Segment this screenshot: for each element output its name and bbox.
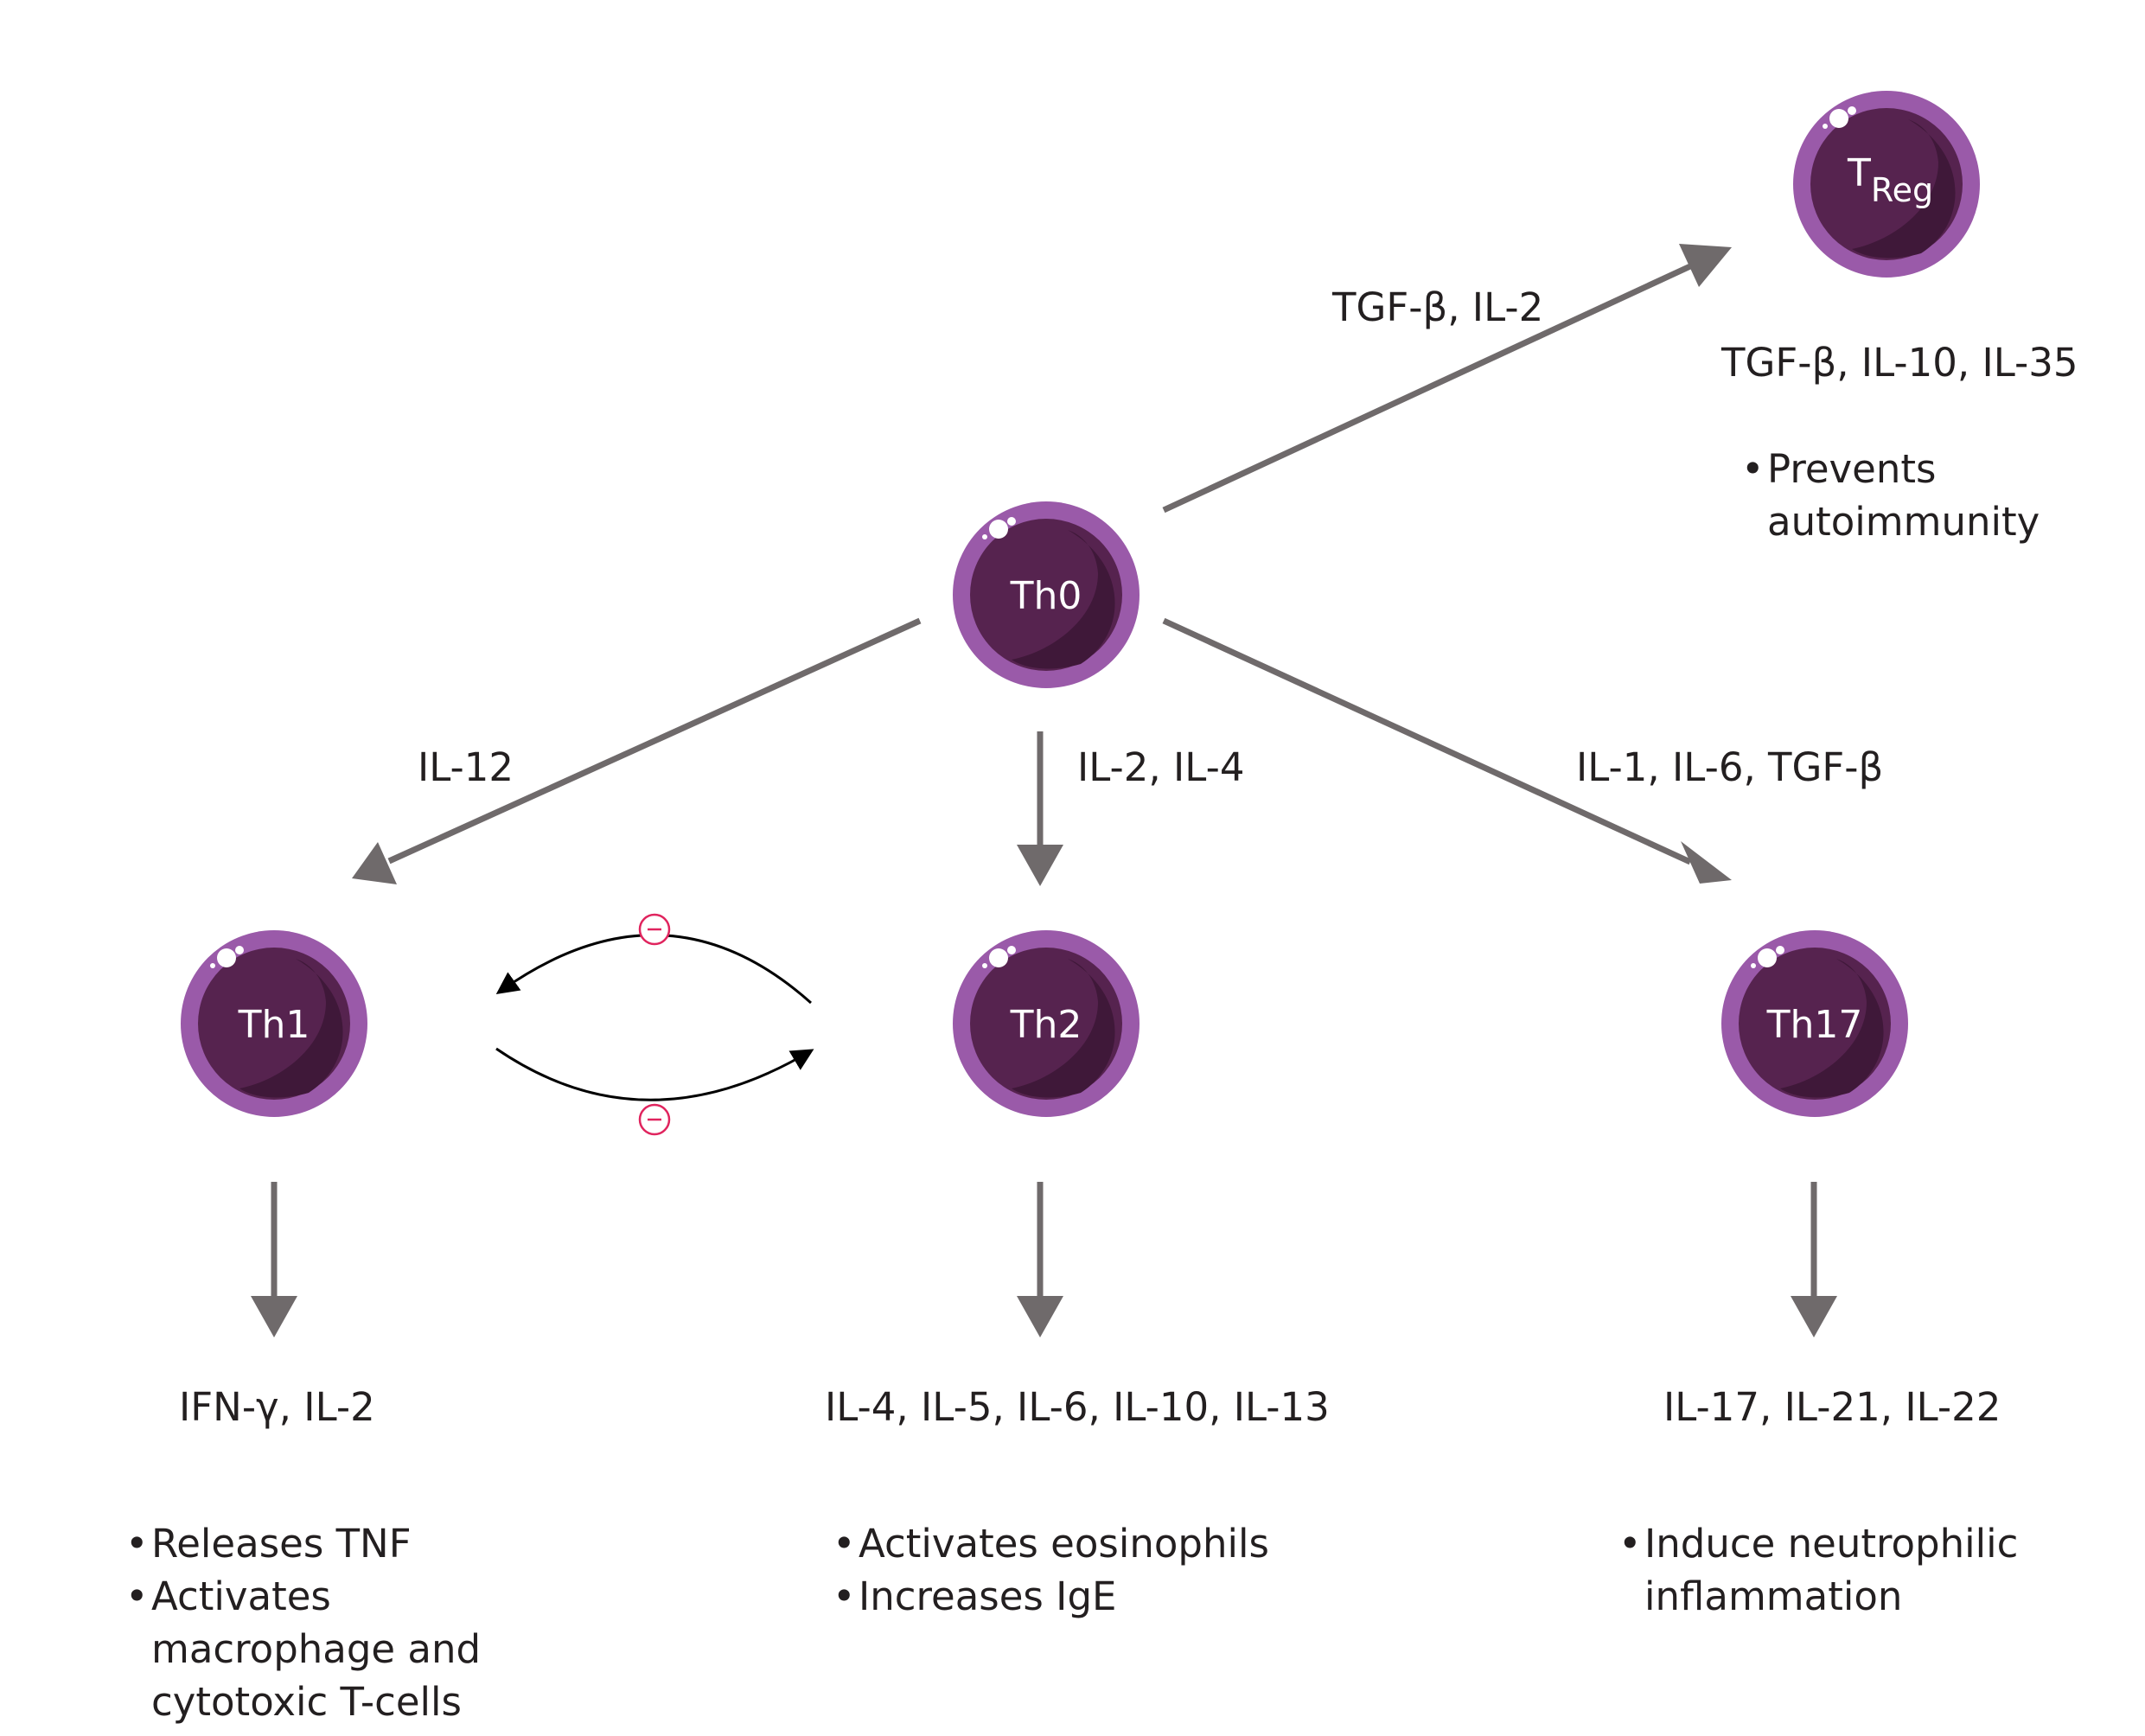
arrow-th0-to-th17 bbox=[1162, 617, 1732, 884]
arrow-th17-to-output bbox=[1791, 1182, 1837, 1337]
th17-effect-item: Induce neutrophilic inflammation bbox=[1618, 1517, 2025, 1623]
arrow-th0-to-th1 bbox=[352, 617, 922, 884]
cell-th2-label: Th2 bbox=[1010, 1003, 1082, 1047]
cell-th1: Th1 bbox=[181, 930, 367, 1117]
th1-effect-item: Releases TNF bbox=[125, 1517, 575, 1570]
inhibit-icon-bottom bbox=[638, 1103, 671, 1136]
th1-effect-item: Activates macrophage and cytotoxic T-cel… bbox=[125, 1570, 575, 1728]
cell-treg-label: TReg bbox=[1847, 151, 1933, 209]
th2-effect-item: Increases IgE bbox=[833, 1570, 1282, 1623]
th2-cytokines: IL-4, IL-5, IL-6, IL-10, IL-13 bbox=[825, 1384, 1330, 1430]
edge-label-treg: TGF-β, IL-2 bbox=[1332, 284, 1544, 330]
edge-label-th17: IL-1, IL-6, TGF-β bbox=[1576, 744, 1884, 790]
arrow-th0-to-treg bbox=[1162, 244, 1732, 514]
cell-th0: Th0 bbox=[953, 501, 1140, 688]
th1-effects: Releases TNF Activates macrophage and cy… bbox=[125, 1517, 575, 1728]
treg-cytokines: TGF-β, IL-10, IL-35 bbox=[1721, 340, 2078, 386]
cell-th17: Th17 bbox=[1721, 930, 1908, 1117]
th17-effects: Induce neutrophilic inflammation bbox=[1618, 1517, 2025, 1623]
arrow-th2-to-output bbox=[1017, 1182, 1063, 1337]
cell-th2: Th2 bbox=[953, 930, 1140, 1117]
cell-th0-label: Th0 bbox=[1010, 574, 1082, 618]
th2-effect-item: Activates eosinophils bbox=[833, 1517, 1282, 1570]
th1-cytokines: IFN-γ, IL-2 bbox=[179, 1384, 375, 1430]
cell-th1-label: Th1 bbox=[238, 1003, 310, 1047]
th17-cytokines: IL-17, IL-21, IL-22 bbox=[1663, 1384, 2001, 1430]
arrow-th0-to-th2 bbox=[1017, 731, 1063, 886]
edge-label-th1: IL-12 bbox=[418, 744, 514, 790]
cell-th17-label: Th17 bbox=[1766, 1003, 1863, 1047]
treg-effects: Prevents autoimmunity bbox=[1741, 443, 2070, 548]
arrow-th1-to-output bbox=[251, 1182, 297, 1337]
inhibit-icon-top bbox=[638, 913, 671, 946]
inhibition-arc-th1-to-th2 bbox=[495, 1047, 814, 1101]
treg-effect-item: Prevents autoimmunity bbox=[1741, 443, 2070, 548]
edge-label-th2: IL-2, IL-4 bbox=[1077, 744, 1245, 790]
th2-effects: Activates eosinophils Increases IgE bbox=[833, 1517, 1282, 1623]
cell-treg: TReg bbox=[1793, 91, 1980, 278]
inhibition-arc-th2-to-th1 bbox=[495, 934, 812, 1005]
